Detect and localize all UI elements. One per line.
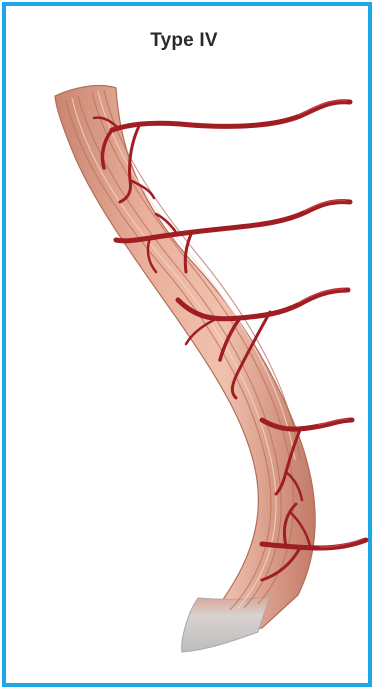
muscle-belly: [55, 86, 315, 640]
tendon: [182, 596, 270, 652]
